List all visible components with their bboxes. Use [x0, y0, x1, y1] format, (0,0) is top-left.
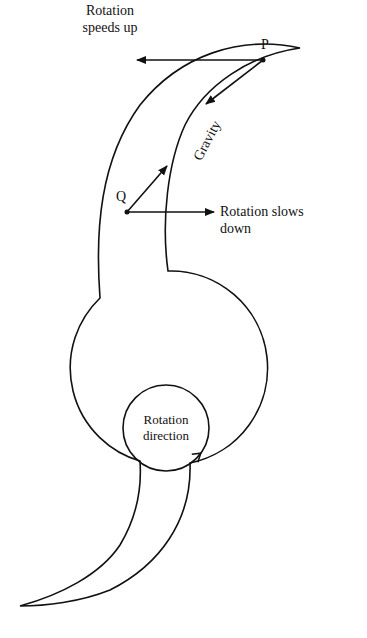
- slow-down-arrow: [127, 211, 214, 213]
- arrow-label: Gravity: [185, 110, 228, 171]
- point-label: P: [258, 36, 272, 53]
- arrow-label: Rotation speeds up: [78, 2, 142, 36]
- circle-label: Rotation direction: [128, 412, 204, 444]
- cyclone-outline: [20, 44, 300, 606]
- speed-up-arrow: [137, 59, 263, 61]
- point-dot: [125, 210, 130, 215]
- gravity-arrow: [206, 60, 263, 104]
- arrow-label: Rotation slows down: [220, 203, 320, 237]
- q-arrow-up: [127, 166, 167, 212]
- point-dot: [261, 58, 266, 63]
- point-label: Q: [114, 188, 128, 205]
- rotation-circle: Rotation direction: [122, 384, 210, 472]
